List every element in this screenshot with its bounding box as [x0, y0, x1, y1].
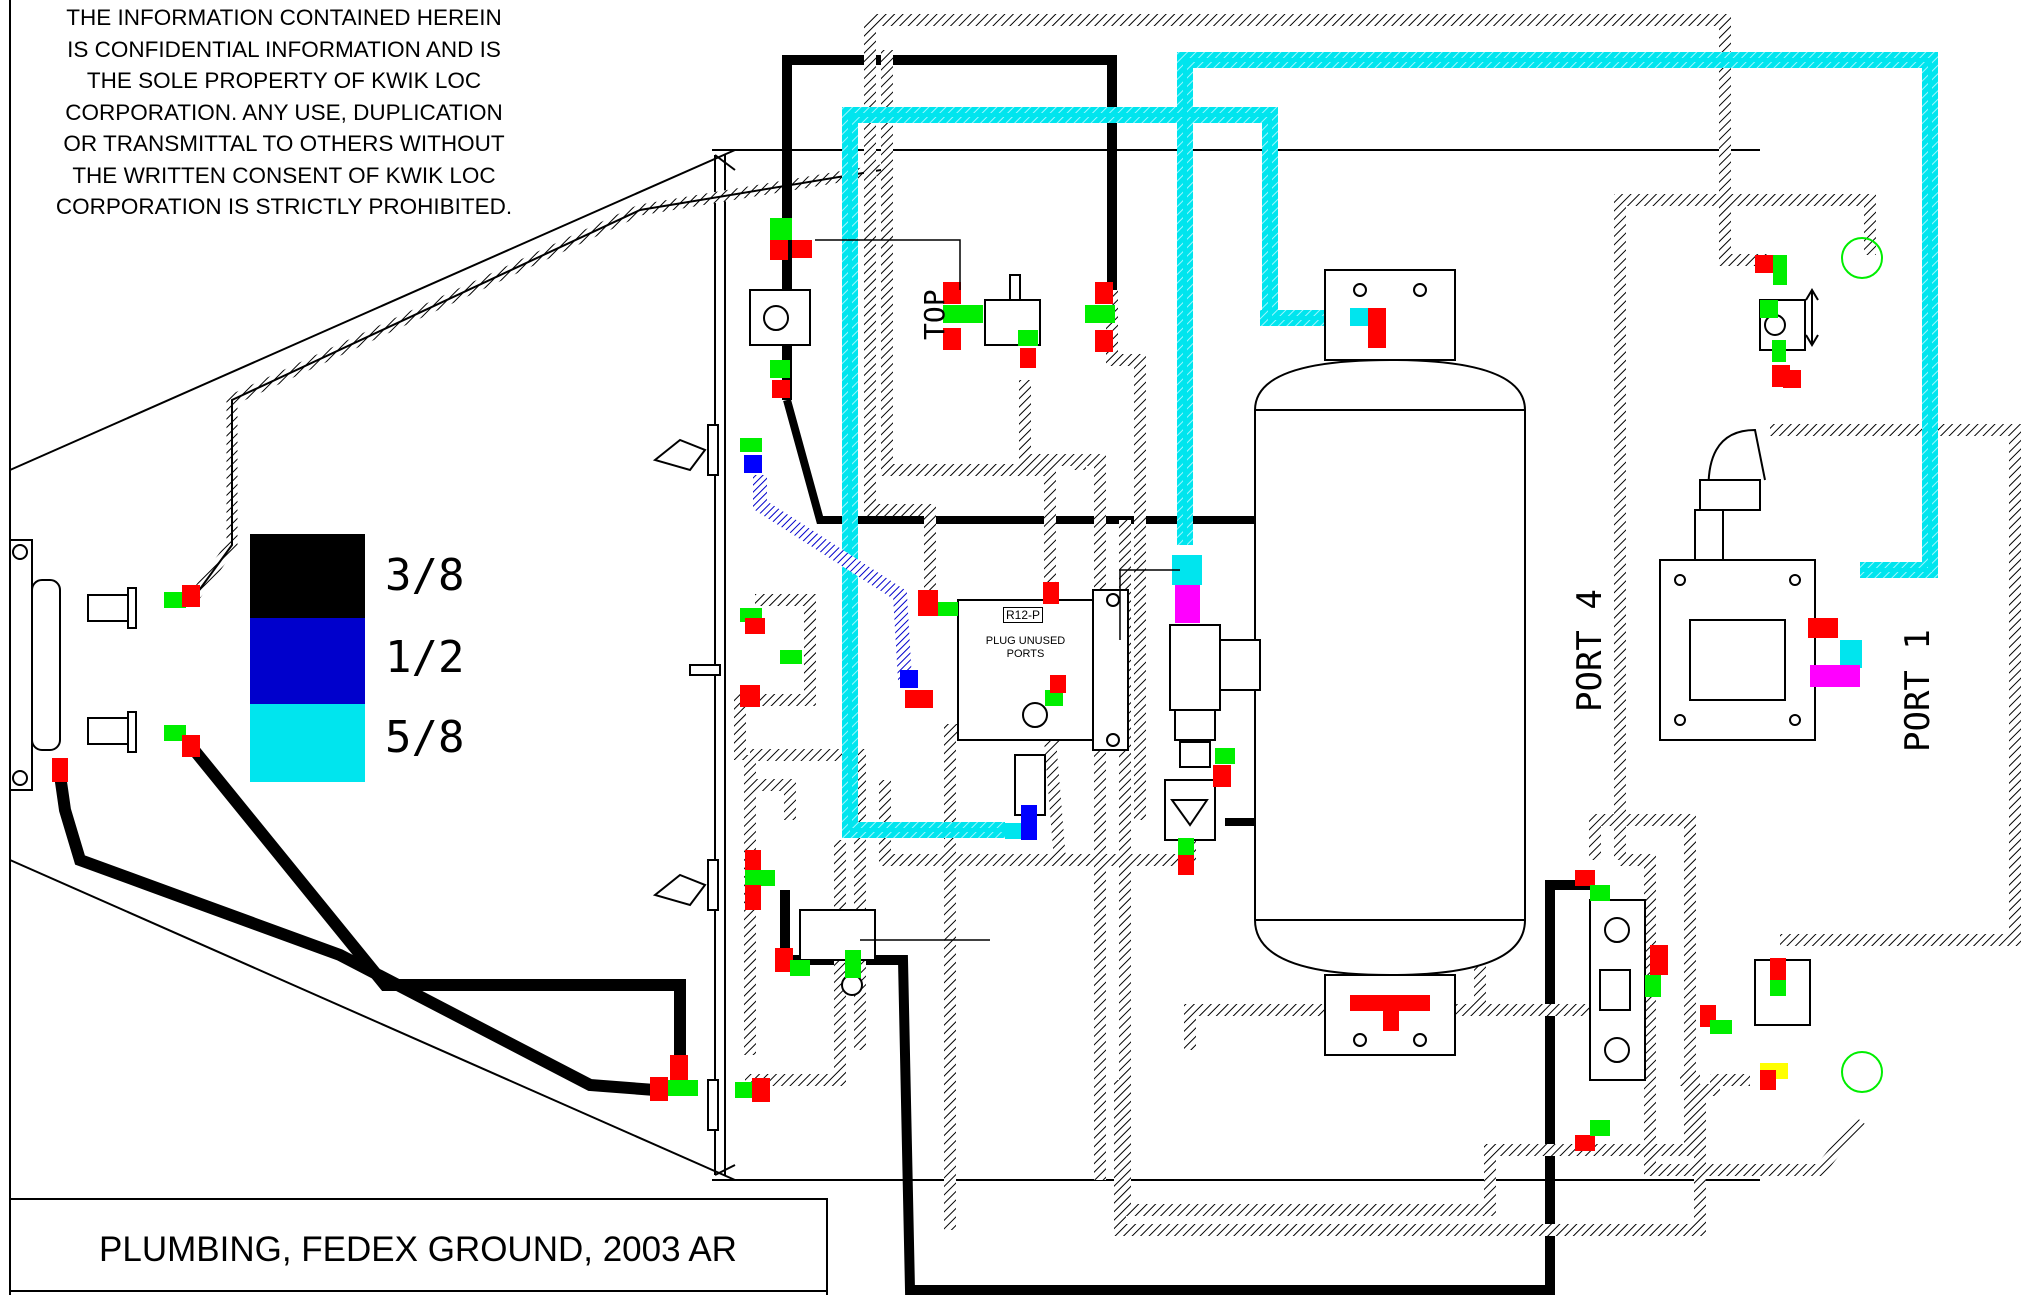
hatched-lines	[734, 14, 2021, 1236]
notice-line: OR TRANSMITTAL TO OTHERS WITHOUT	[63, 131, 505, 156]
black-supply-lines	[54, 55, 1590, 1295]
notice-line: THE SOLE PROPERTY OF KWIK LOC	[86, 68, 482, 93]
legend-label-1-2: 1/2	[385, 632, 465, 683]
notice-line: THE INFORMATION CONTAINED HEREIN	[66, 5, 502, 30]
bulkhead-fittings	[652, 424, 721, 1131]
leader-lines	[815, 239, 1180, 941]
legend-label-3-8: 3/8	[385, 550, 465, 601]
air-bag-symbols	[1841, 237, 1883, 1093]
title-divider	[10, 1290, 826, 1292]
port-1-label: PORT 1	[1898, 629, 1938, 752]
relay-valve-r12p	[957, 589, 1129, 816]
air-tank	[1254, 269, 1526, 1056]
drawing-title: PLUMBING, FEDEX GROUND, 2003 AR	[99, 1230, 737, 1269]
notice-line: CORPORATION. ANY USE, DUPLICATION	[65, 99, 503, 125]
port-4-label: PORT 4	[1570, 589, 1610, 712]
abs-arrow-marks	[1805, 288, 1819, 347]
legend-swatch-1-2	[250, 618, 365, 704]
title-block: PLUMBING, FEDEX GROUND, 2003 AR	[10, 1198, 828, 1295]
relay-valve-model: R12-P	[1003, 607, 1044, 623]
relay-valve-note: PLUG UNUSED PORTS	[985, 635, 1066, 660]
pressure-protection-valve	[1164, 624, 1261, 841]
line-size-legend	[250, 534, 365, 782]
abs-modulator	[1659, 428, 1816, 741]
legend-swatch-3-8	[250, 534, 365, 618]
blue-supply-line	[753, 475, 912, 681]
colored-fittings	[52, 218, 1862, 1151]
legend-swatch-5-8	[250, 704, 365, 782]
legend-label-5-8: 5/8	[385, 712, 465, 763]
notice-line: THE WRITTEN CONSENT OF KWIK LOC	[72, 162, 496, 188]
confidentiality-notice: THE INFORMATION CONTAINED HEREIN IS CONF…	[14, 2, 554, 223]
top-label: TOP	[918, 289, 951, 340]
notice-line: CORPORATION IS STRICTLY PROHIBITED.	[55, 194, 513, 219]
spring-brake-valve	[1589, 899, 1646, 1081]
gladhand-connector	[9, 539, 137, 791]
notice-line: IS CONFIDENTIAL INFORMATION AND IS	[67, 36, 501, 62]
